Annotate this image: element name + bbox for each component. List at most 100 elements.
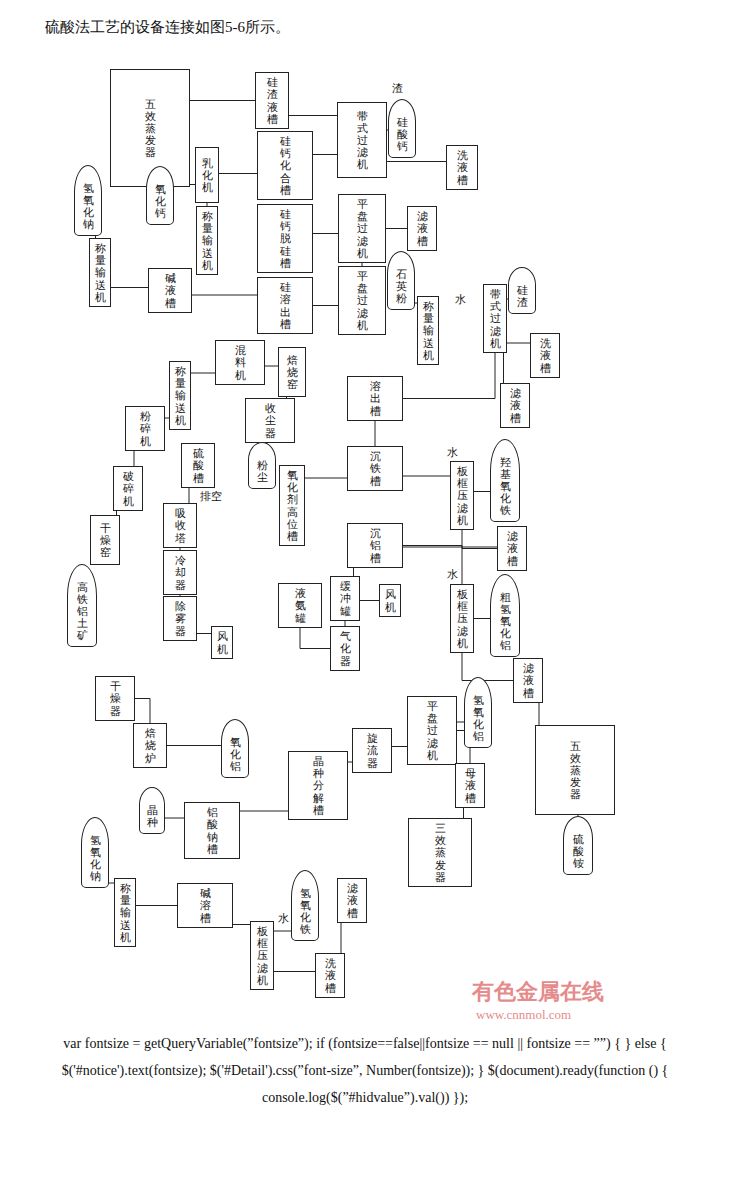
equipment-box: 平盘过滤机	[338, 194, 386, 263]
pipe-line	[313, 154, 337, 155]
material-pile: 硅酸钙	[388, 99, 416, 158]
equipment-box: 带式过滤机	[483, 284, 507, 353]
equipment-box: 滤液槽	[407, 206, 437, 251]
equipment-label: 液氨罐	[295, 587, 306, 623]
equipment-box: 硅钙化合槽	[257, 131, 313, 200]
pipe-line	[462, 653, 513, 681]
equipment-box: 板框压滤机	[450, 584, 474, 653]
pipe-line	[111, 287, 148, 288]
equipment-box: 称量输送机	[417, 296, 439, 365]
pipe-line	[274, 971, 315, 972]
equipment-label: 除雾器	[175, 600, 186, 636]
equipment-label: 带式过滤机	[490, 288, 501, 348]
equipment-label: 板框压滤机	[457, 465, 468, 525]
equipment-box: 破碎机	[113, 466, 143, 511]
stream-label: 排空	[200, 490, 222, 502]
pipe-line	[463, 808, 464, 818]
pipe-line	[135, 699, 150, 724]
pipe-line	[341, 923, 342, 953]
equipment-box: 乳化机	[195, 147, 219, 203]
equipment-box: 滤液槽	[497, 526, 527, 571]
equipment-box: 碱溶槽	[177, 883, 233, 928]
pipe-line	[305, 478, 347, 479]
material-pile: 硅渣	[508, 267, 536, 314]
material-pile: 氢氧化铝	[464, 677, 492, 748]
equipment-box: 称量输送机	[114, 878, 136, 947]
stream-label: 渣	[392, 82, 403, 94]
heading: 硫酸法工艺的设备连接如图5-6所示。	[45, 18, 290, 37]
equipment-label: 冷却器	[175, 554, 186, 590]
pipe-line	[191, 373, 215, 374]
equipment-label: 洗液槽	[540, 337, 551, 373]
equipment-box: 平盘过滤机	[407, 696, 457, 765]
pipe-line	[387, 161, 446, 162]
equipment-label: 硅酸钙	[397, 116, 408, 152]
equipment-label: 羟基氧化铁	[500, 456, 511, 516]
equipment-label: 氢氧化钠	[83, 182, 94, 230]
pipe-line	[360, 600, 379, 601]
material-pile: 粉尘	[248, 442, 276, 489]
pipe-line	[507, 343, 530, 344]
equipment-label: 硅钙脱硅槽	[280, 208, 291, 268]
pipe-line	[403, 476, 450, 477]
equipment-box: 三效蒸发器	[408, 818, 472, 887]
pipe-line	[457, 722, 464, 723]
material-pile: 高铁铝土矿	[67, 564, 97, 647]
equipment-label: 板框压滤机	[257, 925, 268, 985]
pipe-line	[192, 295, 257, 296]
equipment-box: 沉铝槽	[347, 523, 403, 568]
equipment-label: 硫酸槽	[193, 447, 204, 483]
equipment-label: 沉铝槽	[370, 527, 381, 563]
equipment-label: 混料机	[235, 344, 246, 380]
equipment-box: 溶出槽	[347, 376, 403, 421]
equipment-label: 溶出槽	[370, 380, 381, 416]
equipment-box: 粉碎机	[125, 406, 165, 451]
equipment-label: 滤液槽	[347, 882, 358, 918]
material-pile: 氧化铝	[221, 719, 249, 778]
pipe-line	[190, 100, 255, 101]
material-pile: 粗氢氧化铝	[490, 574, 520, 657]
equipment-box: 洗液槽	[530, 333, 560, 378]
equipment-label: 硫酸铵	[573, 833, 584, 869]
stream-label: 水	[278, 912, 289, 924]
equipment-label: 洗液槽	[457, 149, 468, 185]
equipment-label: 氢氧化钠	[90, 834, 101, 882]
equipment-box: 平盘过滤机	[338, 266, 386, 335]
equipment-label: 称量输送机	[120, 882, 131, 942]
pipe-line	[219, 173, 257, 174]
pipe-line	[233, 924, 250, 925]
pipe-line	[474, 491, 490, 492]
material-pile: 晶种	[139, 787, 165, 834]
equipment-box: 干燥窑	[90, 515, 120, 565]
watermark: 有色金属在线	[472, 980, 604, 1004]
equipment-label: 硅渣液槽	[267, 76, 278, 124]
equipment-label: 平盘过滤机	[427, 700, 438, 760]
equipment-label: 平盘过滤机	[357, 198, 368, 258]
equipment-label: 沉铁槽	[370, 450, 381, 486]
pipe-line	[539, 703, 540, 725]
equipment-label: 滤液槽	[417, 210, 428, 246]
equipment-box: 液氨罐	[278, 583, 322, 628]
equipment-label: 带式过滤机	[357, 110, 368, 170]
equipment-label: 五效蒸发器	[145, 98, 156, 158]
pipe-line	[240, 811, 288, 812]
pipe-line	[265, 366, 278, 367]
equipment-label: 硅钙化合槽	[280, 135, 291, 195]
equipment-label: 称量输送机	[202, 210, 213, 270]
equipment-label: 滤液槽	[507, 530, 518, 566]
pipe-line	[392, 746, 407, 747]
equipment-label: 晶种分解槽	[313, 755, 324, 815]
equipment-box: 干燥器	[95, 676, 135, 721]
equipment-label: 铝酸钠槽	[207, 806, 218, 854]
equipment-label: 称量输送机	[175, 365, 186, 425]
equipment-box: 称量输送机	[169, 361, 191, 430]
equipment-box: 硅渣液槽	[255, 72, 289, 129]
equipment-box: 风机	[211, 626, 233, 659]
equipment-box: 氧化剂高位槽	[279, 465, 305, 546]
equipment-label: 粉碎机	[140, 410, 151, 446]
equipment-label: 旋流器	[367, 732, 378, 768]
equipment-box: 沉铁槽	[347, 446, 403, 491]
pipe-line	[503, 353, 504, 383]
equipment-label: 气化器	[340, 630, 351, 666]
